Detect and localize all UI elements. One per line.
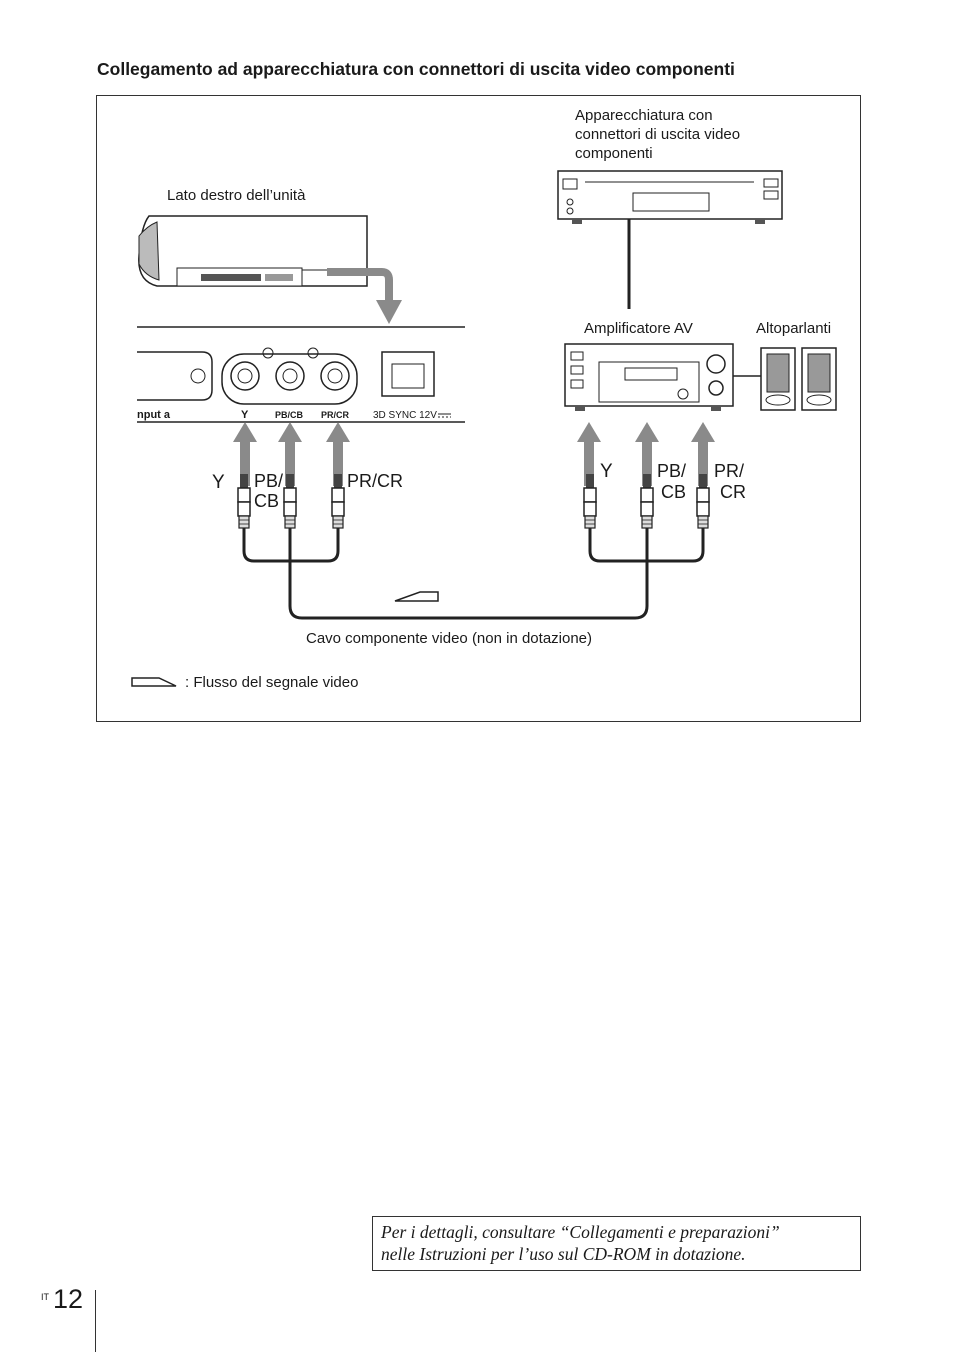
source-device-label-line1: Apparecchiatura con: [575, 107, 713, 124]
plug-y-label-left: Y: [212, 472, 225, 493]
plug-pb-label-right-1: PB/: [657, 461, 686, 481]
legend-label: : Flusso del segnale video: [185, 674, 358, 691]
legend-arrow-icon: [131, 677, 177, 687]
connection-diagram: Apparecchiatura con connettori di uscita…: [96, 95, 861, 722]
signal-arrows-projector: [233, 422, 350, 486]
plug-pb-label-left-1: PB/: [254, 471, 283, 491]
plug-y-label-right: Y: [600, 461, 613, 482]
jack-y-label: Y: [241, 409, 249, 421]
signal-arrows-amplifier: [577, 422, 715, 486]
input-panel: nput a Y PB/CB PR/CR 3D SYNC 12V: [137, 326, 465, 423]
source-device-label: Apparecchiatura con connettori di uscita…: [575, 107, 740, 162]
language-code: IT: [41, 1292, 49, 1302]
note-line-2: nelle Istruzioni per l’uso sul CD-ROM in…: [381, 1244, 746, 1264]
sync-label: 3D SYNC 12V: [373, 410, 437, 421]
plug-pr-label-right-2: CR: [720, 482, 746, 502]
component-video-source-device: [557, 170, 783, 224]
input-a-label: nput a: [137, 409, 171, 421]
plug-pb-label-right-2: CB: [661, 482, 686, 502]
plug-pb-label-left-2: CB: [254, 491, 279, 511]
cable-label: Cavo componente video (non in dotazione): [306, 630, 592, 647]
jack-pr-label: PR/CR: [321, 410, 350, 420]
page-margin-rule: [95, 1290, 96, 1352]
reference-note: Per i dettagli, consultare “Collegamenti…: [372, 1216, 861, 1271]
av-amplifier: [564, 343, 734, 411]
unit-side-label: Lato destro dell’unità: [167, 187, 306, 204]
projector-zoom-path: [327, 268, 393, 300]
projector-side-view: [138, 215, 368, 287]
zoom-arrow: [376, 300, 402, 324]
plug-pr-label-right-1: PR/: [714, 461, 744, 481]
plug-pr-label-left: PR/CR: [347, 471, 403, 491]
note-line-1: Per i dettagli, consultare “Collegamenti…: [381, 1222, 780, 1242]
source-device-label-line3: componenti: [575, 145, 653, 162]
section-heading: Collegamento ad apparecchiatura con conn…: [97, 59, 735, 79]
speakers-label: Altoparlanti: [756, 320, 831, 337]
component-video-cable: [242, 528, 705, 620]
source-device-label-line2: connettori di uscita video: [575, 126, 740, 143]
jack-pb-label: PB/CB: [275, 410, 304, 420]
page-number: 12: [53, 1284, 84, 1314]
speaker-right: [801, 347, 837, 411]
speaker-left: [760, 347, 796, 411]
signal-direction-arrow: [394, 591, 439, 602]
amplifier-label: Amplificatore AV: [584, 320, 693, 337]
